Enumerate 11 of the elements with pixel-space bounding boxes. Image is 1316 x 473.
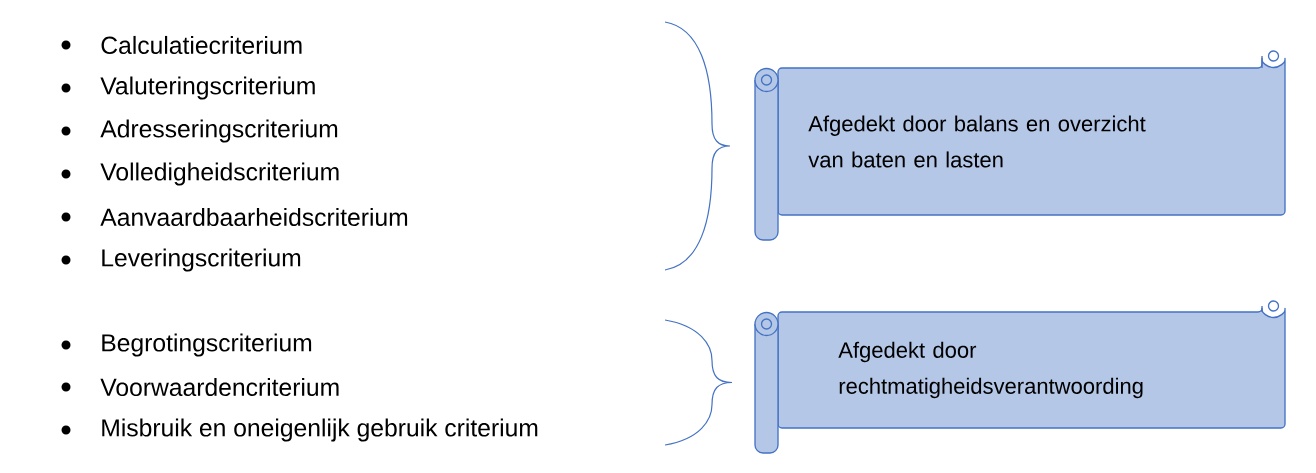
bullet-item: Volledigheidscriterium [61, 162, 339, 186]
bullet-item: Voorwaardencriterium [61, 377, 339, 397]
bullet-item: Aanvaardbaarheidscriterium [61, 207, 408, 227]
bullet-item: Adresseringscriterium [61, 119, 338, 143]
scroll-banner: Afgedekt door rechtmatigheidsverantwoording [754, 300, 1286, 454]
bullet-item: Leveringscriterium [61, 248, 301, 272]
bullet-item: Valuteringscriterium [61, 76, 315, 100]
bullet-item: Misbruik en oneigenlijk gebruik criterium [61, 418, 538, 442]
scroll-banner: Afgedekt door balans en overzicht van baten en lasten [754, 50, 1286, 241]
bullet-item: Begrotingscriterium [61, 333, 312, 357]
bullet-item: Calculatiecriterium [61, 35, 302, 55]
